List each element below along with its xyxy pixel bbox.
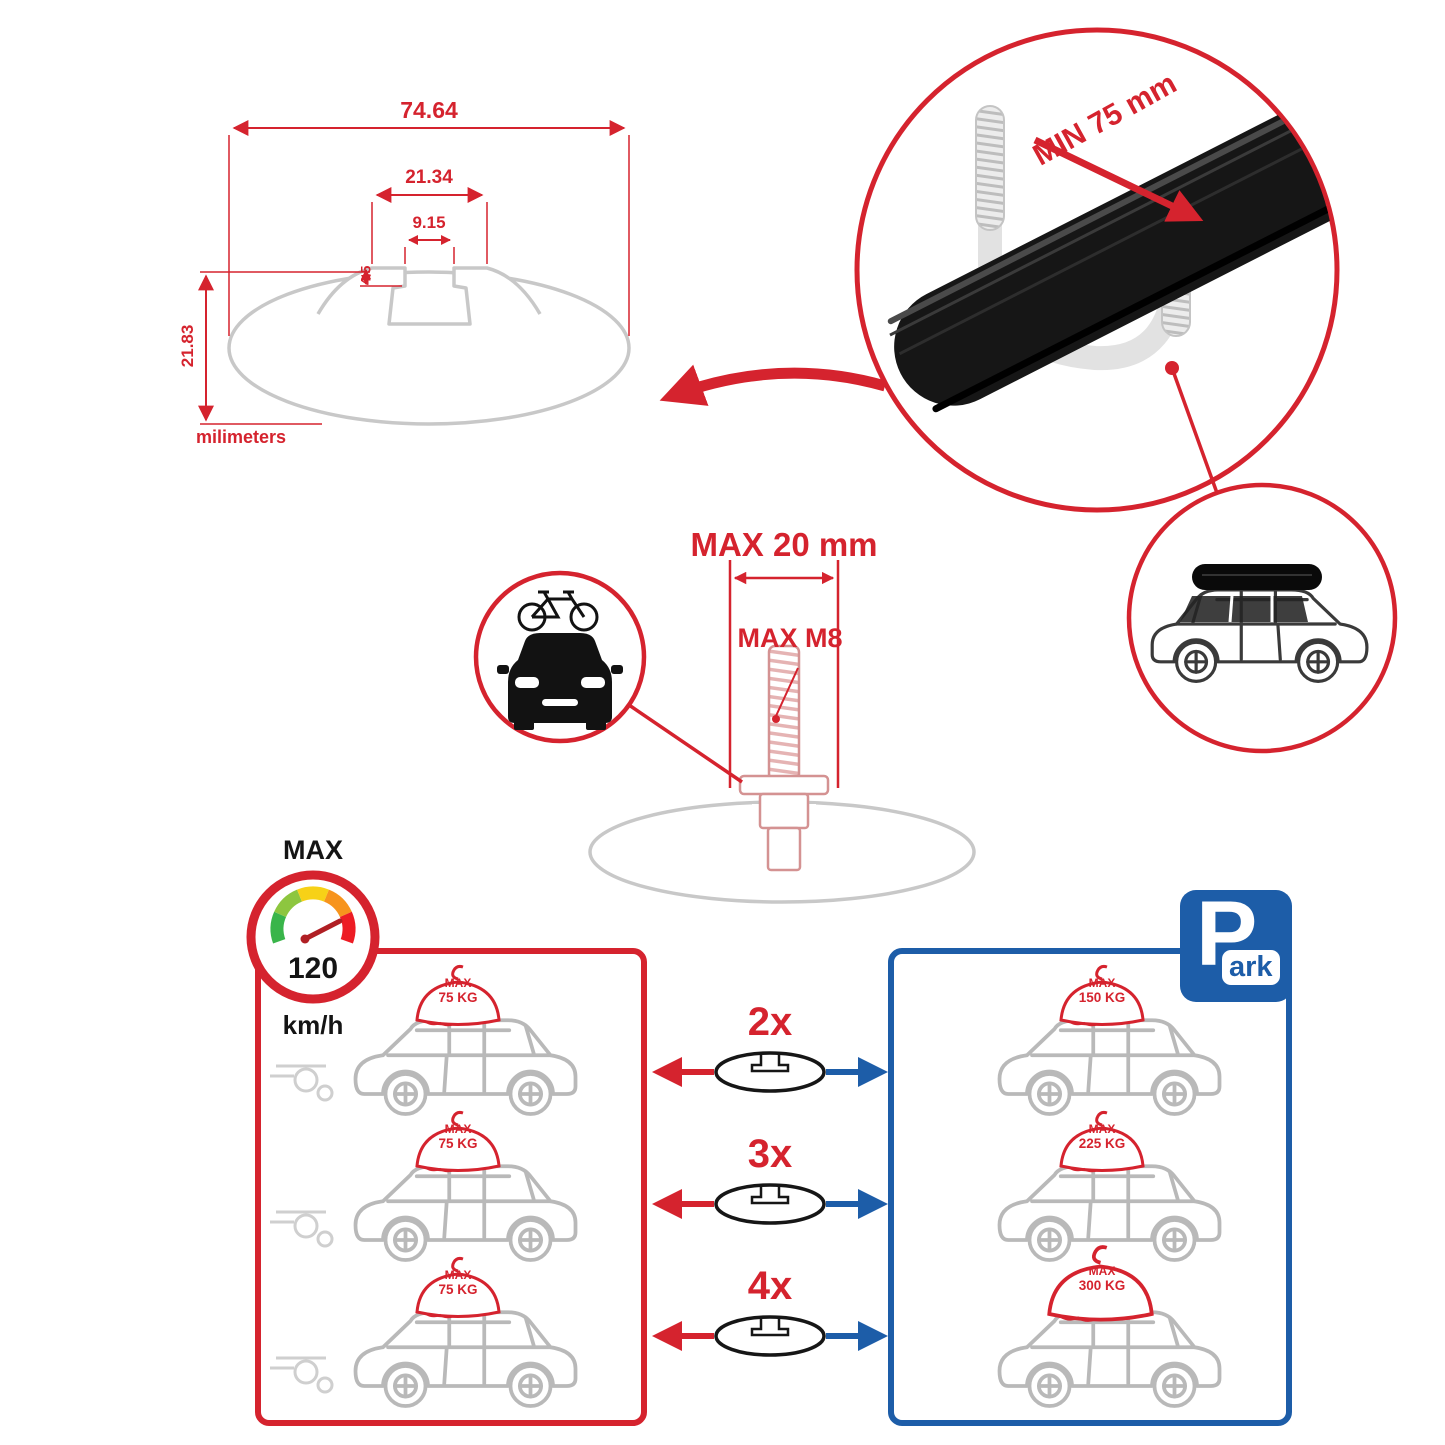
u-bolt-threaded-rod-left <box>975 105 1005 231</box>
driving-car-row-2 <box>270 1110 578 1262</box>
driving-car-row-1 <box>270 964 578 1116</box>
dim-total-width: 74.64 <box>400 97 458 123</box>
threaded-bolt-icon <box>738 644 830 872</box>
bolt-dimension-lines <box>728 560 840 788</box>
car-front-icon <box>497 633 623 730</box>
parked-load-label-1: MAX 150 KG <box>1078 976 1126 1006</box>
driving-load-label-1: MAX 75 KG <box>438 976 478 1006</box>
dimension-lines <box>198 120 630 425</box>
speed-units: km/h <box>282 1010 344 1040</box>
driving-load-label-2: MAX 75 KG <box>438 1122 478 1152</box>
closeup-to-drawing-arrow <box>659 364 887 406</box>
crossbar-count-1: 2x <box>747 1000 793 1044</box>
bolt-max-thread-label: MAX M8 <box>737 623 843 653</box>
cross-section-diagram <box>198 120 631 426</box>
t-slot-profile <box>316 266 542 326</box>
min-distance-arrow <box>1033 136 1204 222</box>
callout-line-bolt <box>628 703 743 784</box>
speedometer-icon <box>246 870 380 1004</box>
bicycle-icon <box>517 590 599 632</box>
dim-total-height: 21.83 <box>178 324 198 368</box>
speed-max-label: MAX <box>283 835 343 865</box>
speedometer-needle <box>302 918 343 942</box>
exhaust-smoke-icon <box>270 1356 334 1394</box>
dim-slot-width: 9.15 <box>412 213 446 232</box>
park-sign-suffix: ark <box>1222 950 1280 985</box>
parked-load-label-2: MAX 225 KG <box>1078 1122 1126 1152</box>
suv-with-roofbox-icon <box>1150 564 1369 683</box>
parked-load-label-3: MAX 300 KG <box>1078 1264 1126 1294</box>
roof-box-icon <box>1192 564 1322 590</box>
crossbar-count-3: 4x <box>747 1264 793 1308</box>
crossbar-closeup-circle <box>854 27 1340 513</box>
exhaust-smoke-icon <box>270 1210 334 1248</box>
bolt-diagram <box>588 560 976 904</box>
park-sign: P ark <box>1180 883 1292 1002</box>
dim-units: milimeters <box>196 427 287 447</box>
exhaust-smoke-icon <box>270 1064 334 1102</box>
crossbar-count-2: 3x <box>747 1132 793 1176</box>
dim-lip-depth: 4.5 <box>357 265 374 286</box>
roofbox-suv-circle <box>1126 482 1398 754</box>
speed-value: 120 <box>287 952 339 985</box>
callout-line-suv <box>1170 367 1219 494</box>
driving-car-row-3 <box>270 1256 578 1408</box>
bolt-max-length-label: MAX 20 mm <box>690 526 878 563</box>
dim-channel-width: 21.34 <box>405 167 453 188</box>
bike-car-circle <box>473 570 647 744</box>
driving-load-label-3: MAX 75 KG <box>438 1268 478 1298</box>
